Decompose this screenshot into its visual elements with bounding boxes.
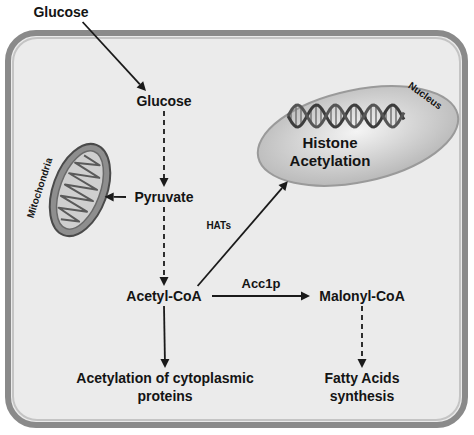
- base-pair: [315, 105, 317, 127]
- cristae: [53, 153, 106, 228]
- arrow-connector: [83, 22, 146, 91]
- pathway-line: [198, 188, 282, 286]
- arrow-connector: [198, 181, 288, 286]
- pathway-line: [163, 306, 166, 359]
- pathway-line: [212, 295, 301, 297]
- arrow-connector: [358, 306, 367, 368]
- dna-strand: [288, 105, 404, 127]
- dashed-pathway-line: [163, 111, 165, 178]
- arrow-connector: [105, 192, 126, 201]
- process-label: Fatty Acids synthesis: [310, 368, 414, 406]
- metabolite-label: Glucose: [128, 91, 200, 111]
- dna-helix: [288, 105, 404, 127]
- arrow-head: [160, 277, 169, 286]
- enzyme-label: Acc1p: [242, 276, 281, 291]
- base-pair: [335, 105, 337, 127]
- pathway-line: [83, 22, 140, 84]
- arrow-head: [301, 292, 310, 301]
- arrow-head: [105, 192, 114, 201]
- dashed-pathway-line: [163, 207, 165, 277]
- arrow-head: [160, 178, 169, 187]
- metabolite-label: Glucose: [25, 2, 97, 22]
- nuclear-envelope: [249, 70, 468, 202]
- pathway-line: [114, 196, 126, 198]
- base-pair: [390, 105, 392, 126]
- outer-membrane: [38, 136, 122, 245]
- nucleus-organelle: NucleusHistone Acetylation: [252, 80, 464, 192]
- node-text: Glucose: [128, 91, 200, 111]
- metabolite-label: Acetyl-CoA: [116, 286, 212, 306]
- arrow-connector: [160, 207, 169, 286]
- process-label: Acetylation of cytoplasmic proteins: [75, 368, 255, 406]
- inner-membrane: [47, 145, 113, 236]
- dashed-pathway-line: [361, 306, 363, 359]
- process-label: Histone Acetylation: [270, 134, 390, 170]
- node-text: Pyruvate: [126, 187, 202, 207]
- metabolite-label: Malonyl-CoA: [310, 286, 414, 306]
- node-text: Acetyl-CoA: [116, 286, 212, 306]
- arrow-head: [137, 81, 146, 91]
- arrow-connector: [212, 292, 310, 301]
- base-pair: [355, 105, 357, 126]
- mitochondria-organelle: Mitochondria: [20, 140, 112, 238]
- node-text: Acetylation of cytoplasmic proteins: [75, 368, 255, 406]
- node-text: Glucose: [25, 2, 97, 22]
- arrow-head: [160, 359, 169, 368]
- arrow-connector: [160, 306, 169, 368]
- base-pair: [370, 106, 372, 126]
- base-pair: [295, 105, 297, 126]
- node-text: Malonyl-CoA: [310, 286, 414, 306]
- node-text: Fatty Acids synthesis: [310, 368, 414, 406]
- dna-strand: [288, 105, 404, 127]
- base-pair: [375, 106, 377, 126]
- metabolite-label: Pyruvate: [126, 187, 202, 207]
- enzyme-label: HATs: [206, 220, 231, 231]
- arrow-head: [358, 359, 367, 368]
- arrow-connector: [160, 111, 169, 187]
- arrow-head: [279, 181, 288, 191]
